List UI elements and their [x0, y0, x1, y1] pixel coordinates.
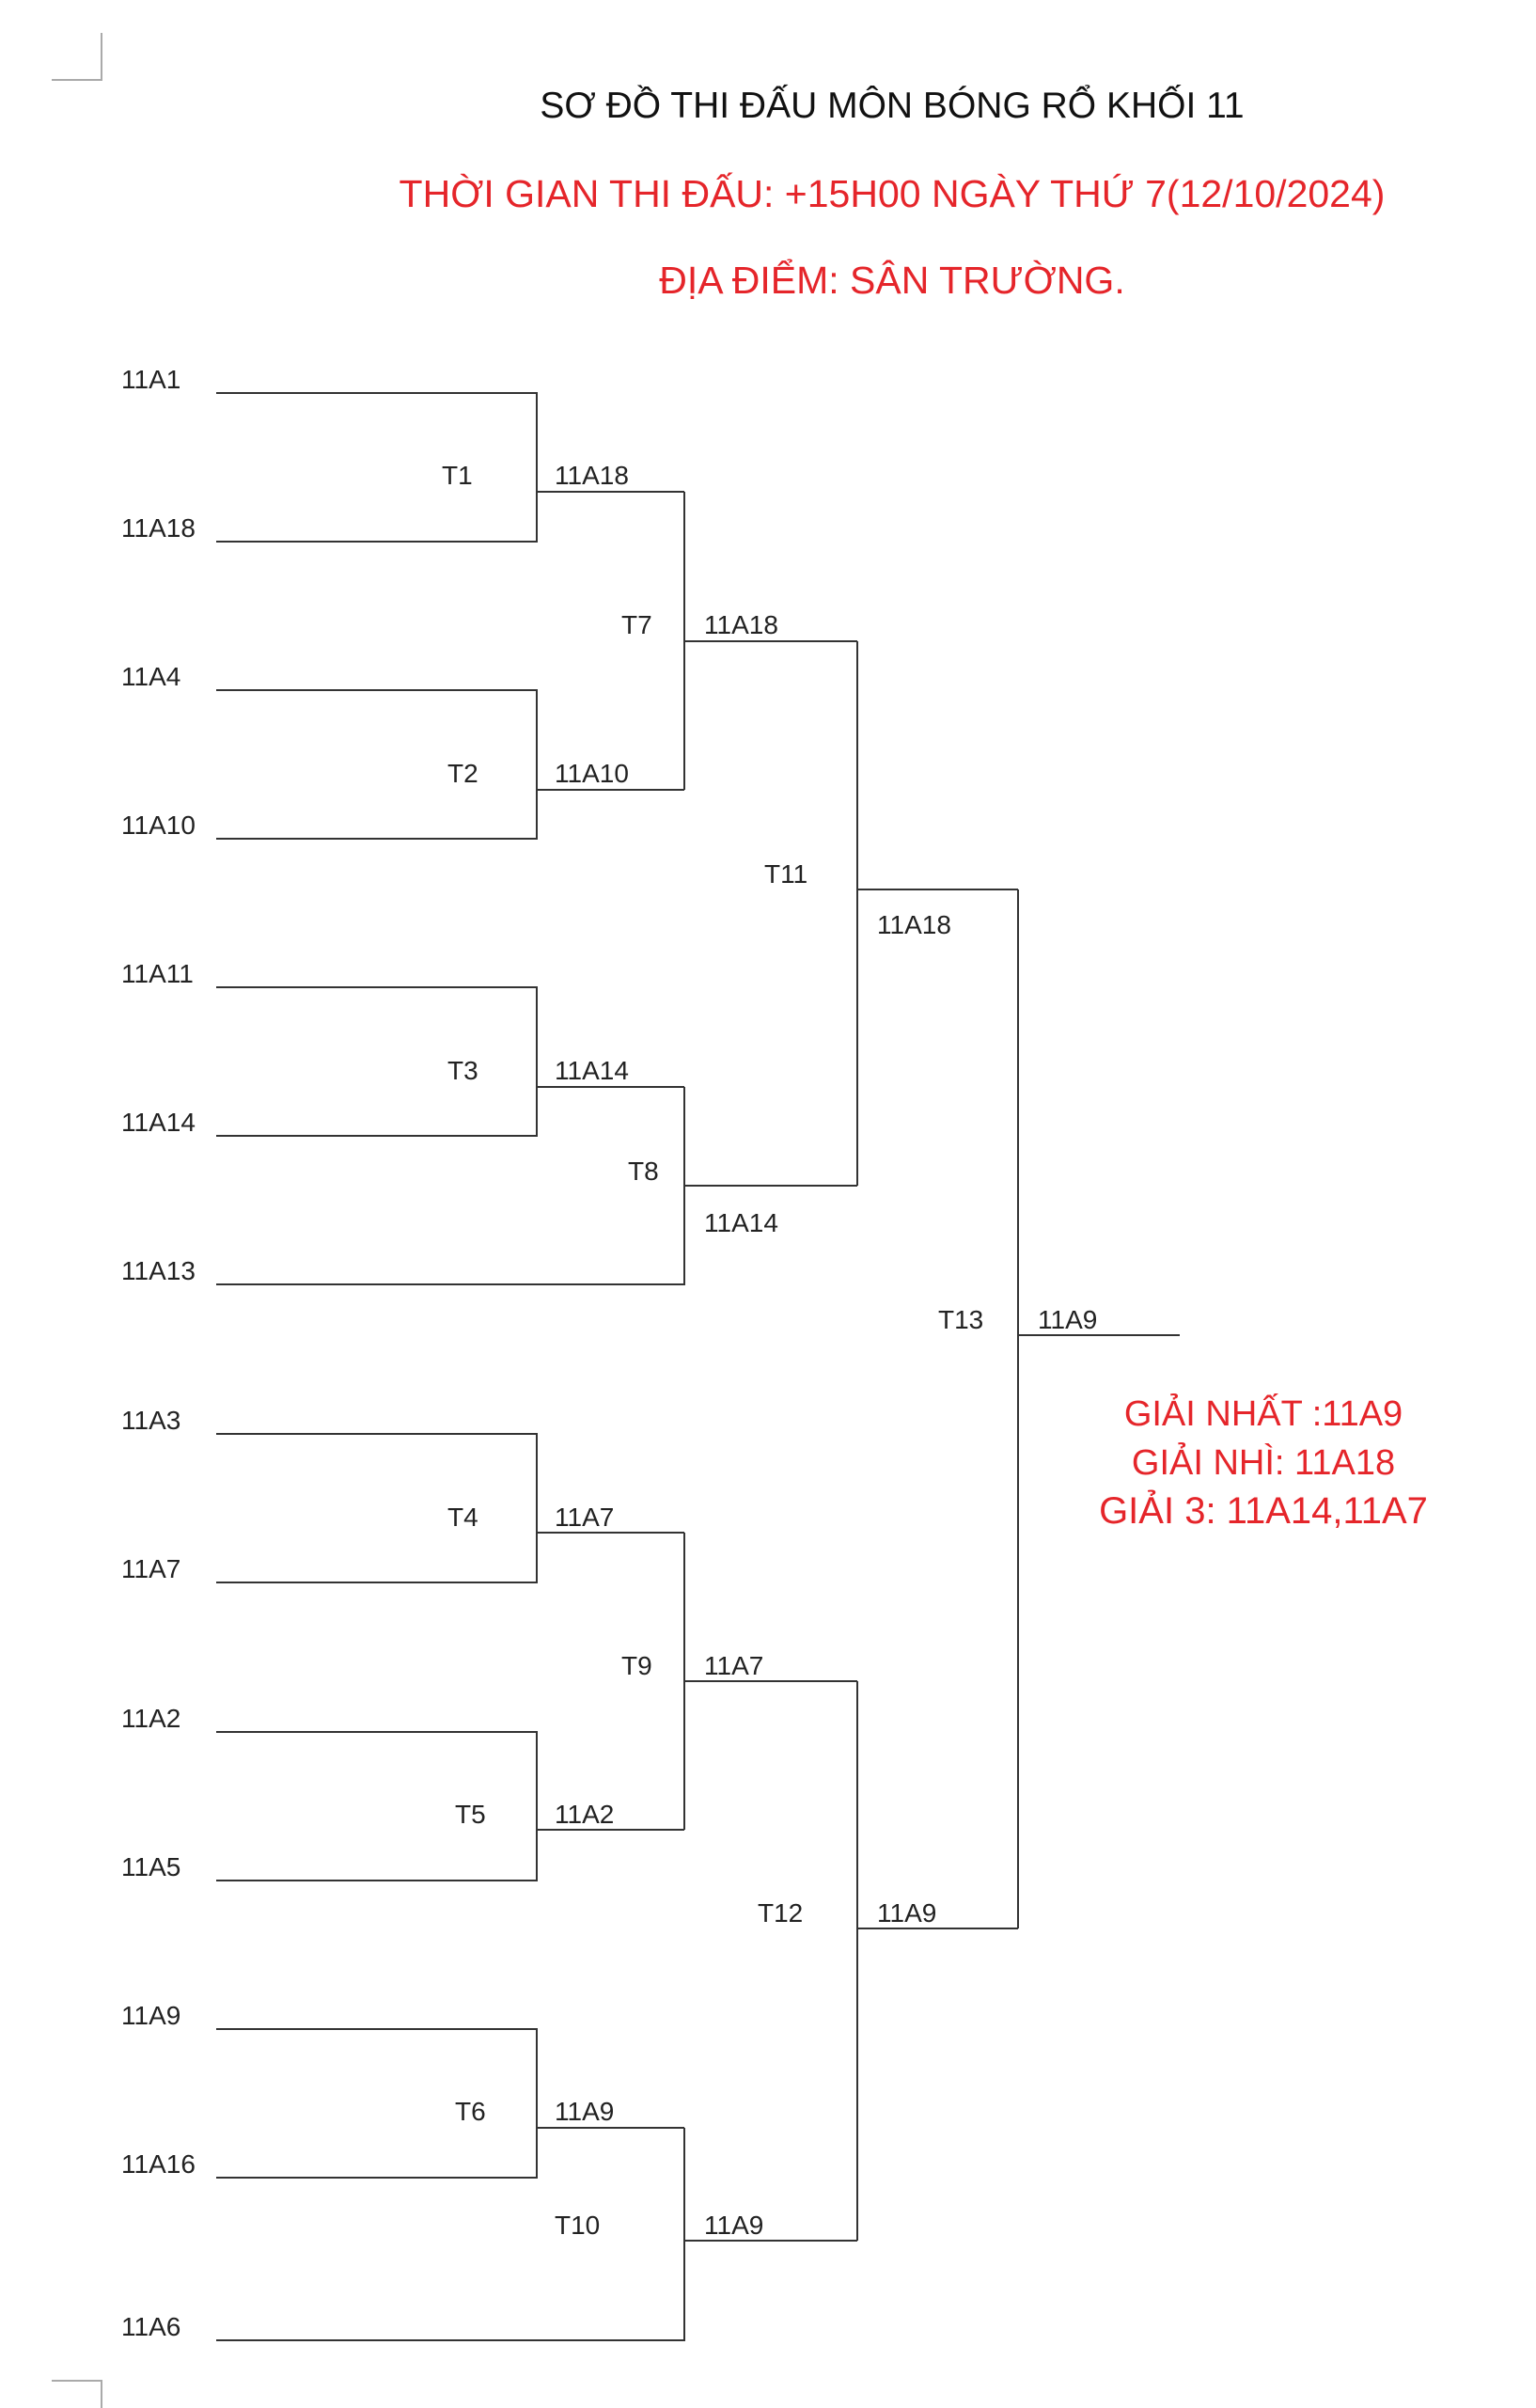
match-label: T8 — [628, 1157, 659, 1186]
bracket-t3 — [216, 986, 684, 1137]
match-label: T11 — [764, 859, 808, 889]
winner-label: 11A2 — [555, 1800, 615, 1829]
page-title: SƠ ĐỒ THI ĐẤU MÔN BÓNG RỔ KHỐI 11 — [540, 86, 1245, 126]
team-label: 11A1 — [121, 365, 181, 394]
match-venue: ĐỊA ĐIỂM: SÂN TRƯỜNG. — [659, 259, 1125, 302]
result-third: GIẢI 3: 11A14,11A7 — [1099, 1490, 1428, 1532]
result-second: GIẢI NHÌ: 11A18 — [1131, 1443, 1396, 1483]
match-label: T5 — [455, 1800, 486, 1829]
team-label: 11A4 — [121, 662, 181, 691]
team-label: 11A5 — [121, 1852, 181, 1881]
team-label: 11A7 — [121, 1554, 181, 1583]
bracket-t13 — [1017, 889, 1180, 1928]
bracket-t9 — [683, 1533, 857, 1830]
match-label: T9 — [621, 1651, 652, 1680]
match-label: T7 — [621, 610, 652, 639]
result-first: GIẢI NHẤT :11A9 — [1123, 1394, 1403, 1434]
winner-label: 11A7 — [704, 1651, 764, 1680]
team-label: 11A2 — [121, 1704, 181, 1733]
team-label: 11A11 — [121, 959, 194, 988]
team-label: 11A6 — [121, 2312, 181, 2341]
bracket-t8 — [216, 1087, 857, 1285]
winner-label: 11A9 — [555, 2097, 615, 2126]
bracket-t6 — [216, 2028, 684, 2179]
bracket-t1 — [216, 392, 684, 543]
team-label: 11A18 — [121, 513, 196, 543]
winner-label: 11A9 — [1038, 1305, 1098, 1334]
match-time: THỜI GIAN THI ĐẤU: +15H00 NGÀY THỨ 7(12/… — [399, 172, 1386, 215]
team-label: 11A9 — [121, 2001, 181, 2030]
winner-label: 11A18 — [555, 461, 629, 490]
winner-label: 11A9 — [877, 1898, 937, 1928]
match-label: T2 — [447, 759, 478, 788]
bracket-t5 — [216, 1731, 684, 1881]
match-label: T12 — [758, 1898, 804, 1928]
team-label: 11A13 — [121, 1256, 196, 1285]
winner-label: 11A14 — [704, 1208, 778, 1237]
match-label: T10 — [555, 2211, 601, 2240]
bracket-t11 — [856, 641, 1018, 1186]
team-label: 11A10 — [121, 811, 196, 840]
bracket-t7 — [683, 492, 857, 790]
bracket-t4 — [216, 1433, 684, 1583]
bracket-t12 — [856, 1681, 1018, 2241]
match-label: T3 — [447, 1056, 478, 1085]
match-label: T6 — [455, 2097, 486, 2126]
bracket-t2 — [216, 689, 684, 840]
team-label: 11A3 — [121, 1406, 181, 1435]
team-label: 11A16 — [121, 2149, 196, 2179]
match-label: T13 — [938, 1305, 984, 1334]
winner-label: 11A10 — [555, 759, 629, 788]
match-label: T4 — [447, 1503, 478, 1532]
winner-label: 11A18 — [704, 610, 778, 639]
team-label: 11A14 — [121, 1108, 196, 1137]
winner-label: 11A18 — [877, 910, 951, 939]
winner-label: 11A14 — [555, 1056, 629, 1085]
winner-label: 11A7 — [555, 1503, 615, 1532]
bracket-t10 — [216, 2128, 857, 2341]
winner-label: 11A9 — [704, 2211, 764, 2240]
match-label: T1 — [442, 461, 473, 490]
